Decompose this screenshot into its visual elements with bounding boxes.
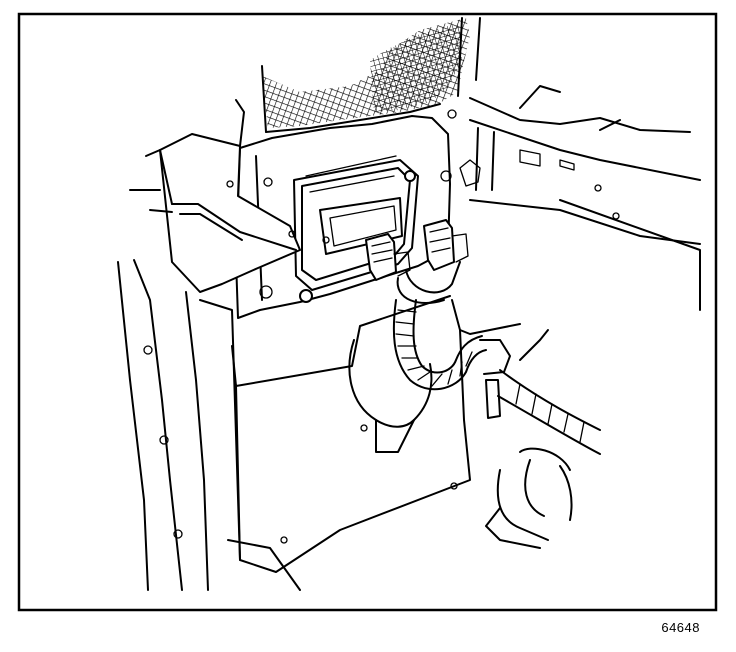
figure-number: 64648 (661, 620, 700, 635)
figure-border (17, 12, 718, 612)
connector-left (365, 233, 411, 281)
fender-panel (117, 259, 301, 591)
hose-loop (485, 329, 573, 549)
connector-right (423, 219, 469, 271)
wiring-harness (392, 261, 601, 455)
mounting-rail (459, 85, 701, 311)
air-duct (129, 99, 301, 293)
intake-screen (261, 17, 481, 133)
